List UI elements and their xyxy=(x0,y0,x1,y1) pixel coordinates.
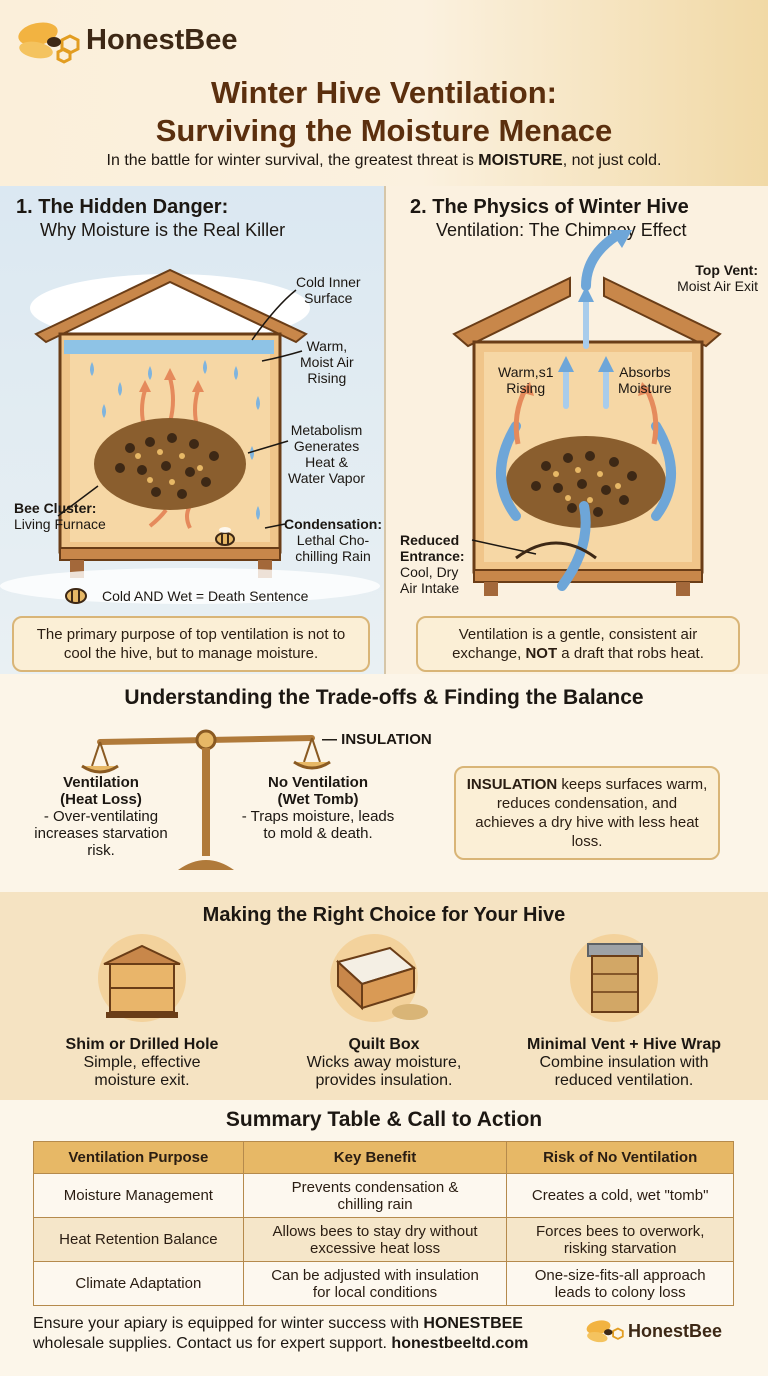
label-top-vent: Top Vent: Moist Air Exit xyxy=(658,262,758,294)
choice-shim[interactable]: Shim or Drilled Hole Simple, effective m… xyxy=(44,1036,240,1090)
table-cell: One-size-fits-all approach leads to colo… xyxy=(506,1261,734,1306)
table-row: Heat Retention Balance Allows bees to st… xyxy=(33,1217,734,1262)
table-header: Key Benefit xyxy=(242,1141,508,1174)
table-cell: Prevents condensation & chilling rain xyxy=(242,1173,508,1218)
brand[interactable]: HonestBee xyxy=(14,16,238,64)
footer-brand-name: HonestBee xyxy=(628,1320,723,1341)
bee-logo-icon xyxy=(18,22,80,64)
bee-icon xyxy=(215,527,235,546)
summary-table: Ventilation Purpose Key Benefit Risk of … xyxy=(33,1141,734,1306)
tradeoff-no-ventilation-title: No Ventilation (Wet Tomb) xyxy=(267,774,368,808)
title-line-2: Surviving the Moisture Menace xyxy=(155,113,613,148)
choice-quilt-box[interactable]: Quilt Box Wicks away moisture, provides … xyxy=(284,1036,484,1090)
panel2-callout-emphasis: NOT xyxy=(525,645,558,662)
choice-quilt-box-text: Wicks away moisture, provides insulation… xyxy=(306,1054,462,1089)
subtitle-text: In the battle for winter survival, the g… xyxy=(106,152,479,169)
label-death-sentence: Cold AND Wet = Death Sentence xyxy=(102,588,309,604)
bee-logo-icon xyxy=(586,1320,624,1343)
choices-section: Making the Right Choice for Your Hive Sh… xyxy=(0,892,768,1100)
panel2-callout-tail: a draft that robs heat. xyxy=(557,645,704,662)
insulation-callout: INSULATION keeps surfaces warm, reduces … xyxy=(454,766,720,860)
table-cell: Allows bees to stay dry without excessiv… xyxy=(242,1217,508,1262)
summary-title: Summary Table & Call to Action xyxy=(225,1108,543,1131)
tradeoffs-section: Understanding the Trade-offs & Finding t… xyxy=(0,674,768,892)
label-reduced-entrance-title: Reduced Entrance: xyxy=(400,532,465,564)
bee-icon xyxy=(65,588,87,604)
table-row: Climate Adaptation Can be adjusted with … xyxy=(33,1261,734,1306)
subtitle-tail: , not just cold. xyxy=(562,152,662,169)
cta-line1: Ensure your apiary is equipped for winte… xyxy=(33,1315,424,1332)
insulation-callout-text: keeps surfaces warm, reduces condensatio… xyxy=(475,776,708,850)
panel1-subheading: Why Moisture is the Real Killer xyxy=(40,220,286,240)
table-row: Moisture Management Prevents condensatio… xyxy=(33,1173,734,1218)
subtitle: In the battle for winter survival, the g… xyxy=(0,152,768,170)
brand-name: HonestBee xyxy=(86,23,238,56)
choice-shim-title: Shim or Drilled Hole xyxy=(65,1036,219,1053)
panel1-callout: The primary purpose of top ventilation i… xyxy=(12,616,370,672)
panel2-callout-text: Ventilation is a gentle, consistent air … xyxy=(452,626,698,662)
tradeoff-no-ventilation: No Ventilation (Wet Tomb) - Traps moistu… xyxy=(228,774,408,842)
label-condensation: Condensation: Lethal Cho- chilling Rain xyxy=(284,516,382,564)
panel-divider xyxy=(384,186,386,674)
label-condensation-title: Condensation: xyxy=(284,516,382,532)
label-bee-cluster-title: Bee Cluster: xyxy=(14,500,97,516)
panel1-heading: 1. The Hidden Danger: xyxy=(16,196,229,218)
panel2-heading: 2. The Physics of Winter Hive xyxy=(410,196,689,218)
page-title: Winter Hive Ventilation: Surviving the M… xyxy=(0,74,768,150)
cta-website-link[interactable]: honestbeeltd.com xyxy=(391,1335,529,1352)
choice-vent-wrap[interactable]: Minimal Vent + Hive Wrap Combine insulat… xyxy=(504,1036,744,1090)
hive-icon xyxy=(98,934,658,1022)
tradeoff-no-ventilation-text: - Traps moisture, leads to mold & death. xyxy=(241,808,395,842)
table-cell: Climate Adaptation xyxy=(33,1261,244,1306)
label-warm-air: Warm, Moist Air Rising xyxy=(300,338,354,386)
tradeoff-ventilation: Ventilation (Heat Loss) - Over-ventilati… xyxy=(20,774,182,859)
panel-chimney-effect: 2. The Physics of Winter Hive Ventilatio… xyxy=(386,186,768,674)
label-condensation-text: Lethal Cho- chilling Rain xyxy=(295,532,371,564)
balance-scale-icon xyxy=(81,729,331,870)
insulation-tag: — INSULATION xyxy=(322,731,432,748)
cta-line2: wholesale supplies. Contact us for exper… xyxy=(33,1335,392,1352)
insulation-callout-emphasis: INSULATION xyxy=(466,776,558,793)
moisture-hive-illustration xyxy=(0,268,380,604)
table-cell: Creates a cold, wet "tomb" xyxy=(506,1173,734,1218)
cta-brand: HONESTBEE xyxy=(423,1315,523,1332)
table-cell: Can be adjusted with insulation for loca… xyxy=(242,1261,508,1306)
label-warm-rising: Warm,s1 Rising xyxy=(498,364,554,396)
choice-shim-text: Simple, effective moisture exit. xyxy=(83,1054,201,1089)
label-bee-cluster: Bee Cluster: Living Furnace xyxy=(14,500,106,532)
label-top-vent-text: Moist Air Exit xyxy=(677,278,758,294)
label-absorbs: Absorbs Moisture xyxy=(618,364,672,396)
header: HonestBee Winter Hive Ventilation: Survi… xyxy=(0,0,768,186)
tradeoffs-title: Understanding the Trade-offs & Finding t… xyxy=(124,686,644,709)
table-cell: Forces bees to overwork, risking starvat… xyxy=(506,1217,734,1262)
table-cell: Heat Retention Balance xyxy=(33,1217,244,1262)
table-cell: Moisture Management xyxy=(33,1173,244,1218)
subtitle-emphasis: MOISTURE xyxy=(478,152,563,169)
tradeoff-ventilation-title: Ventilation (Heat Loss) xyxy=(60,774,142,808)
label-reduced-entrance-text: Cool, Dry Air Intake xyxy=(400,564,460,596)
tradeoff-ventilation-text: - Over-ventilating increases starvation … xyxy=(34,808,168,859)
chimney-hive-illustration xyxy=(452,230,722,596)
label-bee-cluster-text: Living Furnace xyxy=(14,516,106,532)
panel2-callout: Ventilation is a gentle, consistent air … xyxy=(416,616,740,672)
choices-title: Making the Right Choice for Your Hive xyxy=(202,904,566,926)
table-header-row: Ventilation Purpose Key Benefit Risk of … xyxy=(33,1141,734,1174)
table-header: Ventilation Purpose xyxy=(33,1141,244,1174)
table-header: Risk of No Ventilation xyxy=(506,1141,734,1174)
call-to-action: Ensure your apiary is equipped for winte… xyxy=(33,1314,528,1354)
panel-hidden-danger: 1. The Hidden Danger: Why Moisture is th… xyxy=(0,186,384,674)
choice-quilt-box-title: Quilt Box xyxy=(348,1036,420,1053)
label-cold-surface: Cold Inner Surface xyxy=(296,274,361,306)
choice-vent-wrap-text: Combine insulation with reduced ventilat… xyxy=(539,1054,709,1089)
label-top-vent-title: Top Vent: xyxy=(695,262,758,278)
choice-vent-wrap-title: Minimal Vent + Hive Wrap xyxy=(527,1036,721,1053)
label-metabolism: Metabolism Generates Heat & Water Vapor xyxy=(288,422,366,486)
footer-brand[interactable]: HonestBee xyxy=(584,1316,722,1346)
label-reduced-entrance: Reduced Entrance: Cool, Dry Air Intake xyxy=(400,532,465,596)
title-line-1: Winter Hive Ventilation: xyxy=(211,75,557,110)
